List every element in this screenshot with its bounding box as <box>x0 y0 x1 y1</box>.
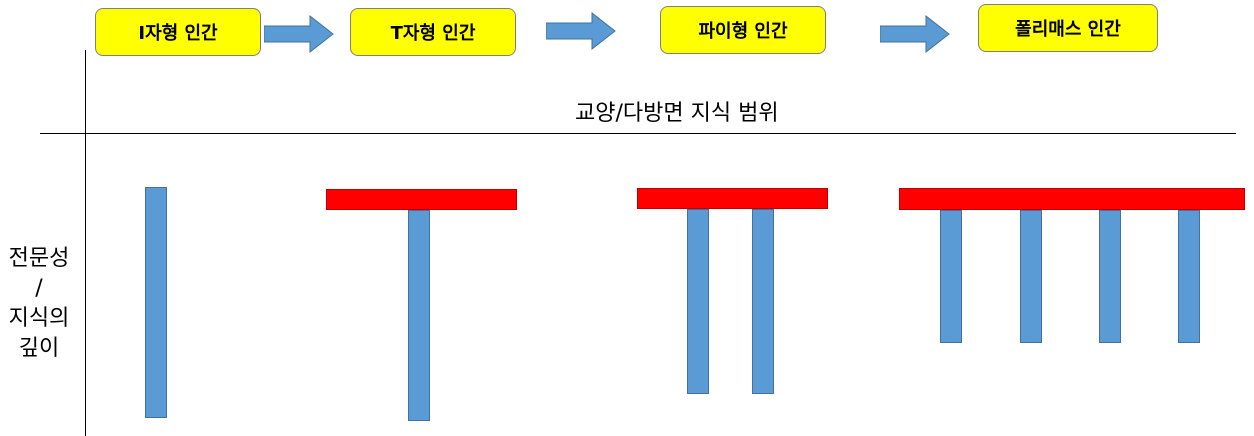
x-axis-label: 교양/다방면 지식 범위 <box>575 101 779 126</box>
polymath-depth-bar <box>940 210 962 343</box>
polymath-depth-bar <box>1099 210 1121 343</box>
y-axis-label: 전문성 / 지식의 깊이 <box>0 244 78 364</box>
arrow-right-icon <box>880 15 950 53</box>
polymath-breadth-bar <box>899 188 1245 210</box>
arrow-right-icon <box>264 15 334 53</box>
stage-label-pi-shape: 파이형 인간 <box>660 6 826 54</box>
stage-label-i-shape: I자형 인간 <box>95 8 261 56</box>
stage-label-polymath: 폴리매스 인간 <box>978 4 1158 52</box>
arrow-right-icon <box>546 12 616 50</box>
y-axis-label-line: 깊이 <box>18 336 60 361</box>
y-axis-label-line: 전문성 <box>8 246 70 271</box>
pi-shape-depth-bar <box>752 209 774 394</box>
vertical-axis-line <box>85 50 86 436</box>
i-shape-depth-bar <box>145 187 167 418</box>
stage-label-t-shape: T자형 인간 <box>350 8 516 56</box>
pi-shape-breadth-bar <box>637 188 828 209</box>
t-shape-depth-bar <box>408 210 430 421</box>
pi-shape-depth-bar <box>687 209 709 394</box>
polymath-depth-bar <box>1020 210 1042 343</box>
y-axis-label-line: / <box>35 276 43 301</box>
polymath-depth-bar <box>1178 210 1200 343</box>
horizontal-axis-line <box>40 133 1236 134</box>
t-shape-breadth-bar <box>326 189 517 210</box>
y-axis-label-line: 지식의 <box>8 306 70 331</box>
